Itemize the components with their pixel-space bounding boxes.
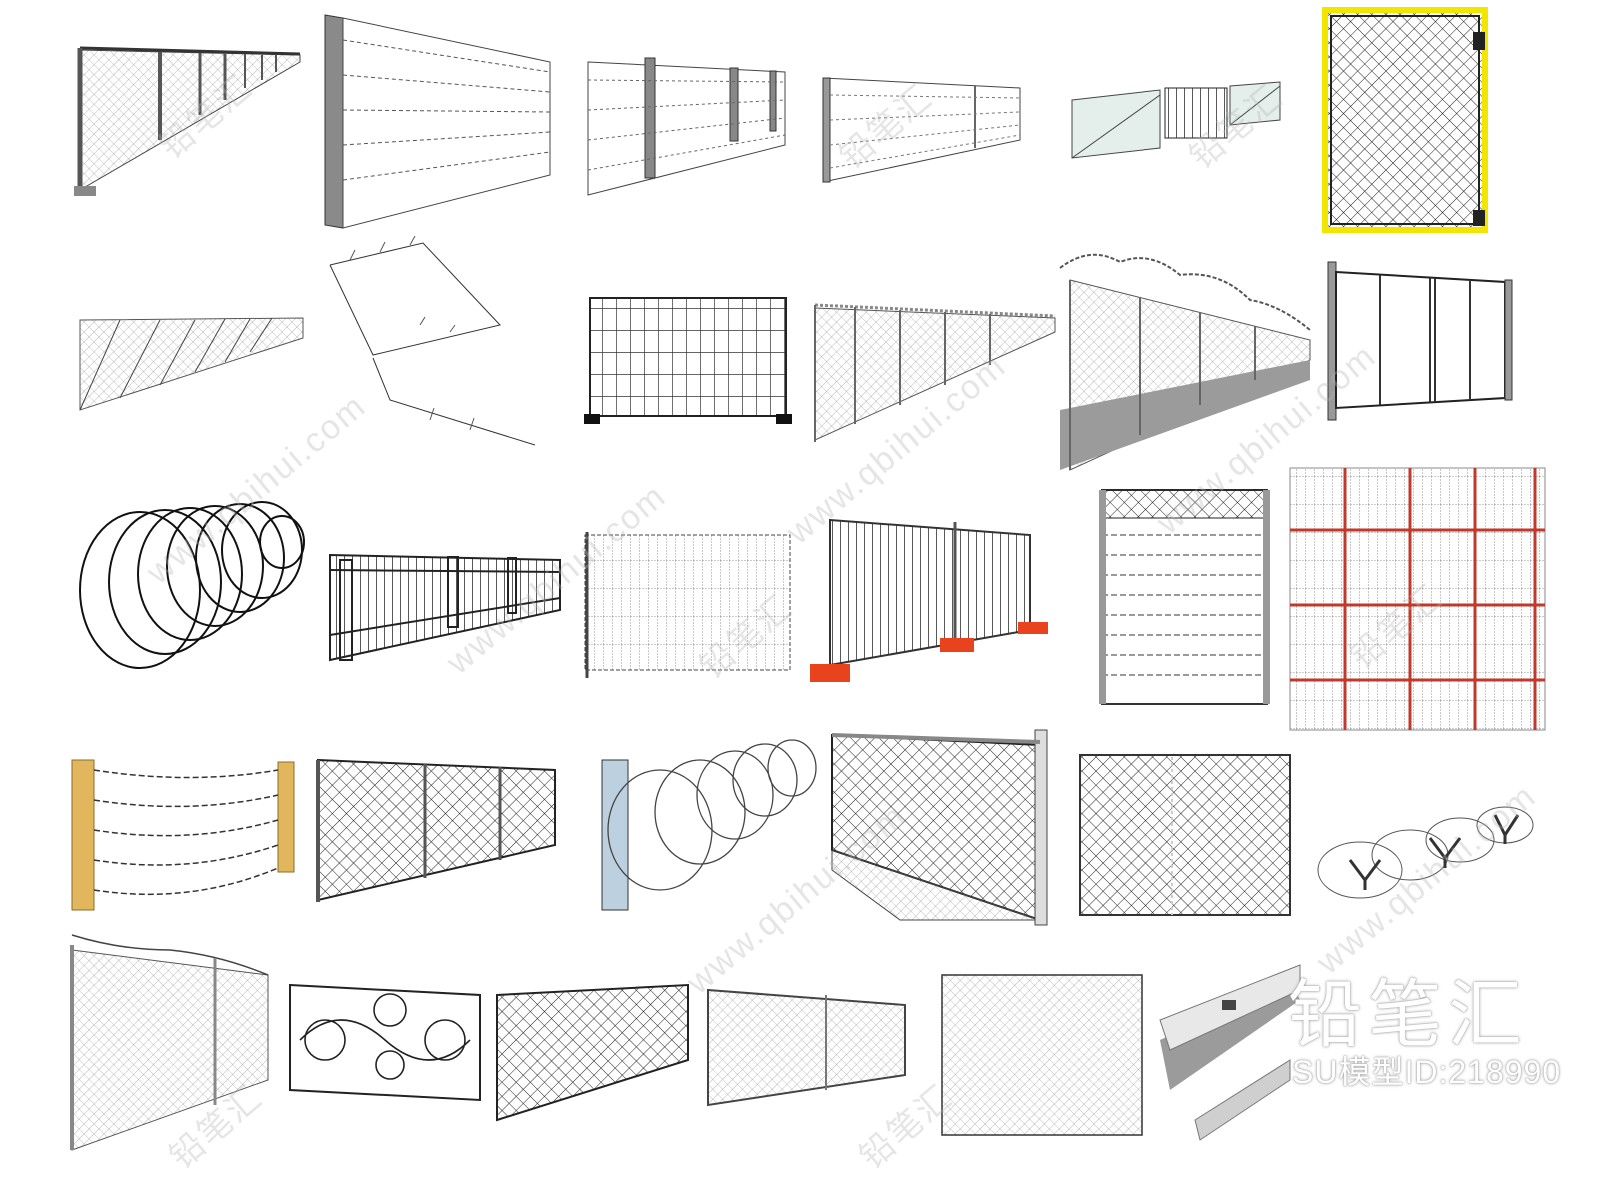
wire-grid-panel-dashed — [584, 532, 791, 678]
temporary-fence-orange-bases — [810, 518, 1048, 682]
red-grid-slat-panel — [1289, 467, 1546, 731]
barbed-wire-fence-concrete-post — [324, 14, 551, 229]
razor-wire-y-posts — [1317, 806, 1534, 899]
chain-link-panel-square — [941, 974, 1143, 1136]
chain-link-panel-flat — [1079, 754, 1291, 916]
perimeter-fence-layout — [329, 235, 536, 446]
chain-link-fence-dark-long — [496, 983, 689, 1122]
chain-link-enclosure — [831, 729, 1048, 926]
chain-link-fence-diagonal-braces — [79, 317, 304, 411]
chain-link-fence-dark-mesh — [316, 758, 556, 902]
chain-link-fence-perspective — [74, 46, 301, 196]
barbed-wire-fence-short — [822, 77, 1021, 183]
chain-link-fence-barbed-top-tall — [70, 934, 269, 1151]
temporary-welded-mesh-panel — [584, 297, 792, 424]
chain-link-fence-with-barbed-top — [814, 303, 1056, 442]
brand-block: 铅笔汇 SU模型ID:218990 — [1288, 975, 1588, 1089]
wooden-post-barbed-wire — [71, 759, 295, 911]
mesh-panel-yellow-frame — [1322, 7, 1488, 233]
glass-panel-fence-with-gate — [1071, 81, 1281, 159]
concertina-wire-wood-post — [601, 739, 817, 911]
barbed-wire-fence-multi-post — [587, 57, 786, 196]
brand-logo: 铅笔汇 — [1288, 972, 1528, 1058]
ornamental-scroll-panel — [289, 983, 481, 1102]
model-id-label: SU模型ID:218990 — [1292, 1054, 1562, 1090]
barbed-wire-post-panel — [1099, 489, 1270, 705]
security-fence-razor-top — [1059, 253, 1311, 471]
razor-wire-coil — [79, 501, 305, 669]
ornamental-rail-fence — [329, 553, 561, 662]
site-fence-perspective-model — [1159, 964, 1301, 1141]
chain-link-fence-light-long — [707, 988, 906, 1107]
double-swing-gate — [1327, 261, 1513, 421]
